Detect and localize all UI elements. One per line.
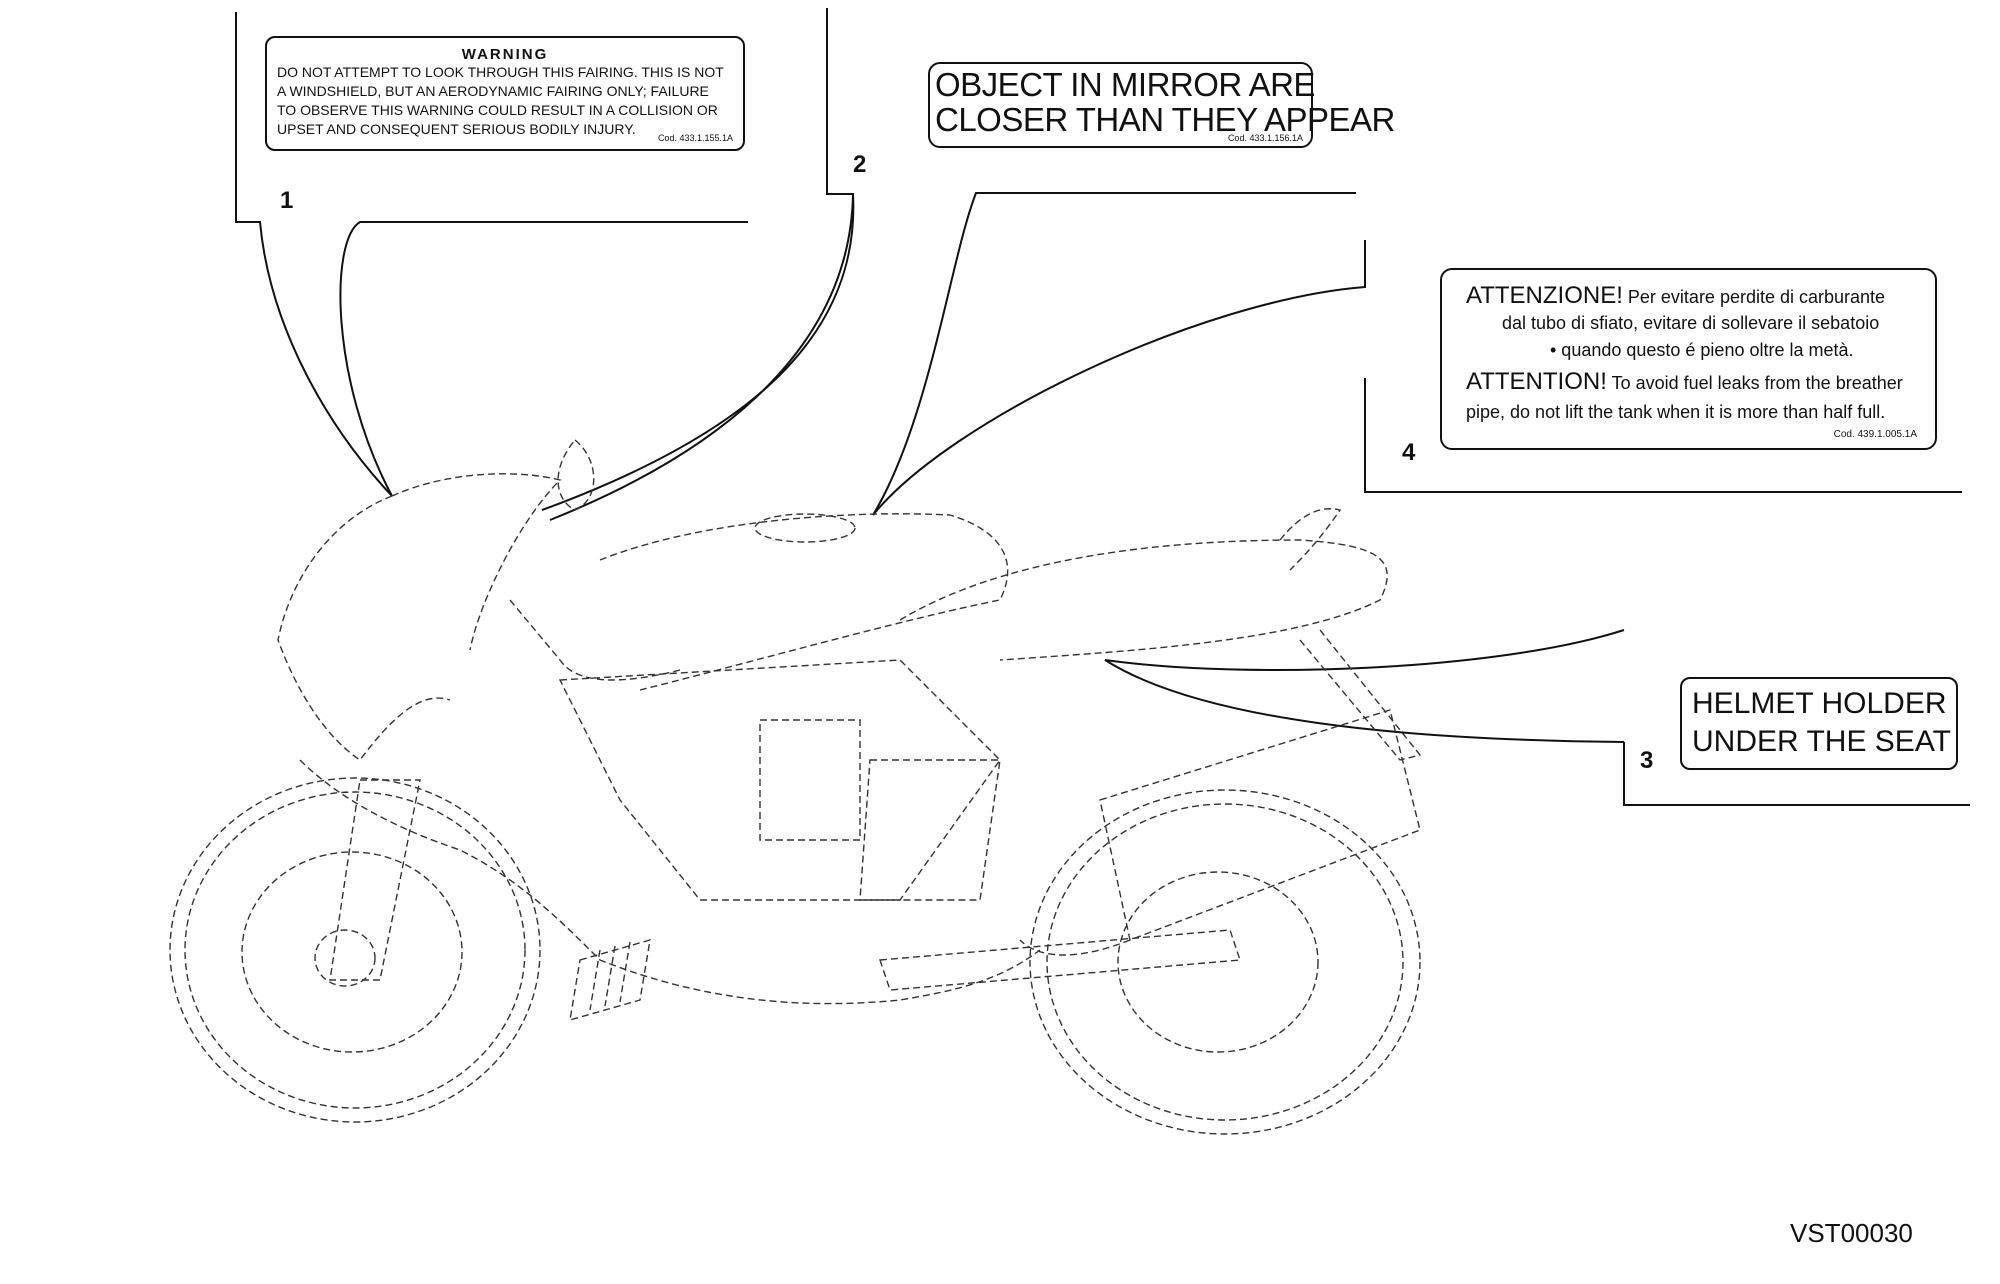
label-line: UNDER THE SEAT xyxy=(1692,725,1951,758)
callout-leader-1 xyxy=(339,221,748,497)
callout-line-3 xyxy=(1104,629,1625,671)
callout-line-1 xyxy=(235,12,393,497)
callout-number-2: 2 xyxy=(853,151,866,178)
label-row: ATTENTION! To avoid fuel leaks from the … xyxy=(1466,368,1903,396)
label-line: CLOSER THAN THEY APPEAR xyxy=(935,101,1395,138)
label-code: Cod. 433.1.156.1A xyxy=(1227,133,1303,143)
callout-line-4 xyxy=(872,240,1366,516)
label-code: Cod. 439.1.005.1A xyxy=(1833,429,1917,440)
reference-code: VST00030 xyxy=(1790,1218,1913,1248)
label-it-heading: ATTENZIONE! xyxy=(1466,282,1623,309)
label-heading: WARNING xyxy=(461,46,549,63)
callout-leader-4b xyxy=(1364,378,1962,493)
callout-number-3: 3 xyxy=(1640,747,1653,774)
label-en-line: pipe, do not lift the tank when it is mo… xyxy=(1466,402,1886,422)
callout-number-4: 4 xyxy=(1402,439,1416,466)
callout-leader-3 xyxy=(1104,659,1625,743)
callout-number-1: 1 xyxy=(280,187,293,214)
motorcycle-illustration xyxy=(169,439,1422,1135)
label-it-line: • quando questo é pieno oltre la metà. xyxy=(1550,340,1854,360)
label-line: HELMET HOLDER xyxy=(1692,687,1947,720)
callout-line-2 xyxy=(541,8,855,511)
mirror-warning-label: OBJECT IN MIRROR ARE CLOSER THAN THEY AP… xyxy=(928,62,1395,148)
label-line: TO OBSERVE THIS WARNING COULD RESULT IN … xyxy=(277,102,718,118)
label-en-line: To avoid fuel leaks from the breather xyxy=(1611,373,1903,393)
label-it-line: dal tubo di sfiato, evitare di sollevare… xyxy=(1502,313,1880,333)
label-line: DO NOT ATTEMPT TO LOOK THROUGH THIS FAIR… xyxy=(277,64,724,80)
callout-leader-4a xyxy=(872,192,1356,516)
callout-leader-2 xyxy=(549,193,854,521)
fuel-tank-warning-label: ATTENZIONE! Per evitare perdite di carbu… xyxy=(1440,268,1937,450)
label-line: UPSET AND CONSEQUENT SERIOUS BODILY INJU… xyxy=(277,121,636,137)
callout-frame-3 xyxy=(1623,742,1970,806)
label-line: A WINDSHIELD, BUT AN AERODYNAMIC FAIRING… xyxy=(277,83,709,99)
label-it-line: Per evitare perdite di carburante xyxy=(1627,287,1886,307)
warning-fairing-label: WARNING DO NOT ATTEMPT TO LOOK THROUGH T… xyxy=(265,36,745,151)
label-line: OBJECT IN MIRROR ARE xyxy=(935,66,1315,103)
label-row: ATTENZIONE! Per evitare perdite di carbu… xyxy=(1466,282,1885,310)
callout-numbers: 1 2 4 3 xyxy=(280,151,1653,774)
helmet-holder-label: HELMET HOLDER UNDER THE SEAT xyxy=(1680,677,1958,770)
label-code: Cod. 433.1.155.1A xyxy=(657,133,733,143)
label-en-heading: ATTENTION! xyxy=(1466,368,1607,395)
